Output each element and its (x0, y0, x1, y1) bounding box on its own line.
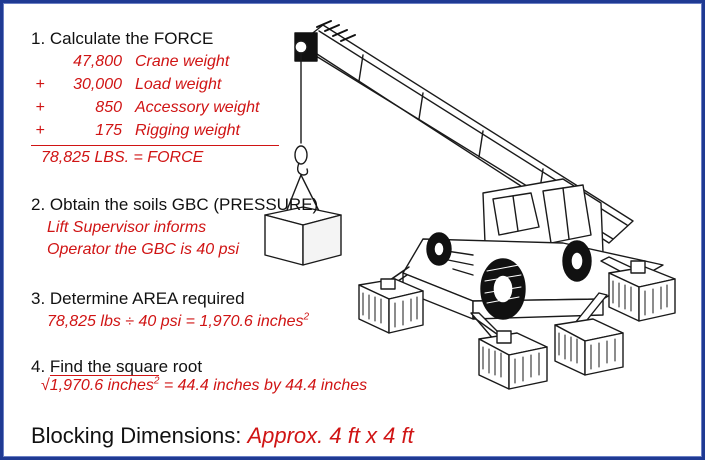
calc-row-rigging-weight: + 175 Rigging weight (33, 122, 313, 144)
step4-title: 4. Find the square root (31, 357, 203, 376)
calc-value: 175 (95, 122, 122, 139)
crane-wheels (426, 232, 592, 320)
step2-line1: Lift Supervisor informs (47, 219, 207, 236)
blocking-pad-left (358, 278, 424, 334)
calc-label: Rigging weight (135, 122, 240, 139)
square-root-sign: √ (41, 377, 50, 394)
calc-row-accessory-weight: + 850 Accessory weight (33, 99, 313, 121)
calc-row-load-weight: + 30,000 Load weight (33, 76, 313, 98)
calc-label: Load weight (135, 76, 222, 93)
radicand-exponent: 2 (153, 375, 160, 387)
blocking-pad-front-right (554, 318, 624, 376)
step2-title: 2. Obtain the soils GBC (PRESSURE) (31, 195, 319, 214)
square-root-result: = 44.4 inches by 44.4 inches (159, 377, 368, 394)
step1-title: 1. Calculate the FORCE (31, 29, 214, 48)
area-formula-text: 78,825 lbs ÷ 40 psi = 1,970.6 inches (47, 313, 304, 330)
calc-label: Crane weight (135, 53, 230, 70)
square-root-formula: √1,970.6 inches2 = 44.4 inches by 44.4 i… (41, 375, 368, 395)
force-total: 78,825 LBS. = FORCE (41, 149, 204, 166)
calc-operator: + (35, 122, 45, 139)
rough-terrain-crane-icon (264, 20, 676, 390)
sum-divider-line (31, 145, 279, 146)
area-formula: 78,825 lbs ÷ 40 psi = 1,970.6 inches2 (47, 311, 310, 331)
radicand-text: 1,970.6 inches (49, 377, 154, 394)
calc-value: 47,800 (73, 53, 122, 70)
calc-operator: + (35, 76, 45, 93)
step2-line2: Operator the GBC is 40 psi (47, 241, 240, 258)
calc-value: 30,000 (73, 76, 122, 93)
calc-row-crane-weight: 47,800 Crane weight (33, 53, 313, 75)
blocking-pad-right (608, 260, 676, 322)
blocking-dimensions: Blocking Dimensions: Approx. 4 ft x 4 ft (31, 423, 414, 449)
area-exponent: 2 (303, 311, 310, 323)
calc-label: Accessory weight (135, 99, 260, 116)
blocking-dimensions-answer: Approx. 4 ft x 4 ft (247, 423, 414, 448)
blocking-dimensions-label: Blocking Dimensions: (31, 423, 248, 448)
calc-operator: + (35, 99, 45, 116)
hoist-line-hook-load (264, 52, 342, 266)
blocking-pad-front-left (478, 330, 548, 390)
square-root-radicand: 1,970.6 inches2 (49, 375, 160, 394)
calc-value: 850 (95, 99, 122, 116)
step3-title: 3. Determine AREA required (31, 289, 245, 308)
